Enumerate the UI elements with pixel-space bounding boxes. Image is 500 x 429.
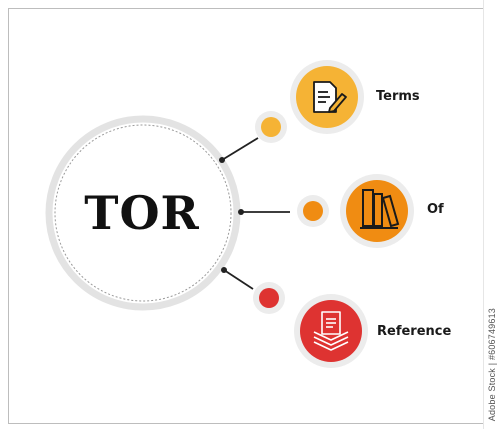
- label-of: Of: [427, 202, 444, 217]
- small-dot-terms: [255, 111, 287, 143]
- reference-circle: [294, 294, 368, 368]
- center-title: TOR: [84, 186, 200, 240]
- document-pen-icon: [313, 81, 347, 113]
- stock-id-text: Adobe Stock | #606749613: [487, 307, 497, 421]
- connector-of: [238, 209, 290, 215]
- connector-reference: [221, 267, 254, 290]
- books-icon: [360, 189, 400, 229]
- label-terms: Terms: [376, 89, 420, 104]
- label-reference: Reference: [377, 324, 452, 339]
- stock-id-strip: Adobe Stock | #606749613: [483, 0, 500, 429]
- reference-book-stack-icon: [313, 311, 349, 351]
- small-dot-of: [297, 195, 329, 227]
- center-circle: [45, 115, 241, 311]
- connector-terms: [219, 137, 259, 163]
- small-dot-reference: [253, 282, 285, 314]
